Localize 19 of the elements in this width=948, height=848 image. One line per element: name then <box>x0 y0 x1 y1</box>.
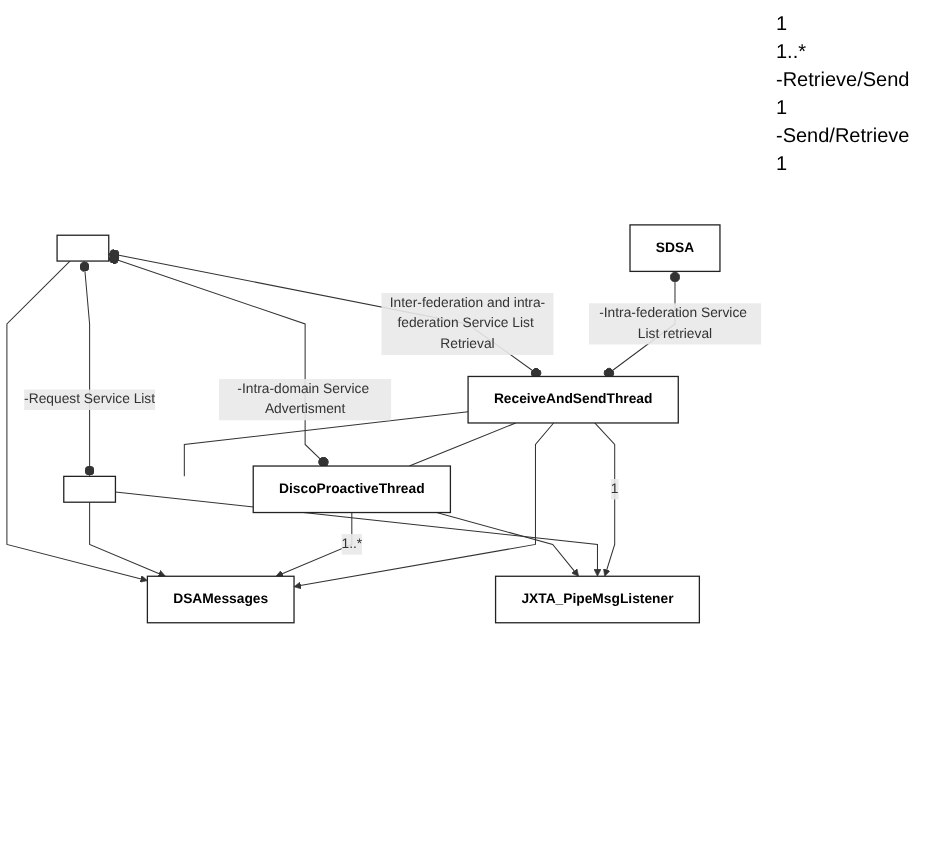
multiplicity-label: -Send/Retrieve <box>776 126 912 148</box>
arrow <box>436 512 579 577</box>
node-box <box>63 475 117 503</box>
multiplicity-label: 1 <box>776 98 790 120</box>
multiplicity-label: 1 <box>776 14 790 36</box>
arrow <box>114 491 602 577</box>
arrow <box>594 422 616 577</box>
arrow <box>6 260 148 583</box>
multiplicity-label: -Retrieve/Send <box>776 70 912 92</box>
connector <box>108 253 329 468</box>
node-box <box>56 234 110 262</box>
connector <box>183 411 469 478</box>
arrow <box>275 512 353 578</box>
connector <box>79 260 95 478</box>
arrow <box>89 501 166 578</box>
arrow <box>293 422 555 590</box>
connector <box>408 422 517 467</box>
multiplicity-label: 1 <box>776 154 790 176</box>
multiplicity-label: 1..* <box>776 42 809 64</box>
